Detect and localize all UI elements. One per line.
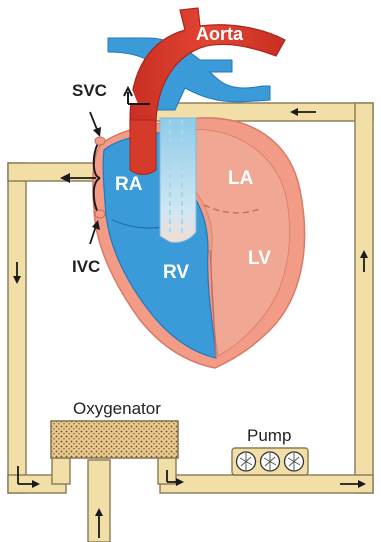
pump-roller-1 [237, 452, 256, 471]
oxygenator-body [51, 421, 178, 458]
rv-label: RV [163, 262, 189, 283]
oxygenator-label: Oxygenator [73, 399, 161, 418]
la-label: LA [228, 168, 254, 189]
venous-drainage-left-tube [8, 163, 26, 493]
ra-label: RA [115, 174, 143, 195]
arrow-svc-pointer [90, 112, 101, 137]
ivc-stub [95, 210, 105, 218]
pump-roller-3 [285, 452, 304, 471]
ivc-label: IVC [72, 257, 100, 276]
pump-label: Pump [247, 426, 291, 445]
pump-roller-2 [261, 452, 280, 471]
svc-label: SVC [72, 81, 107, 100]
lv-label: LV [248, 248, 271, 269]
pump [232, 448, 308, 475]
right-vertical-tube [355, 103, 373, 493]
aortic-root [130, 120, 156, 175]
pulmonary-outflow [160, 118, 196, 243]
svc-stub [95, 137, 105, 145]
aorta-label: Aorta [196, 24, 244, 44]
